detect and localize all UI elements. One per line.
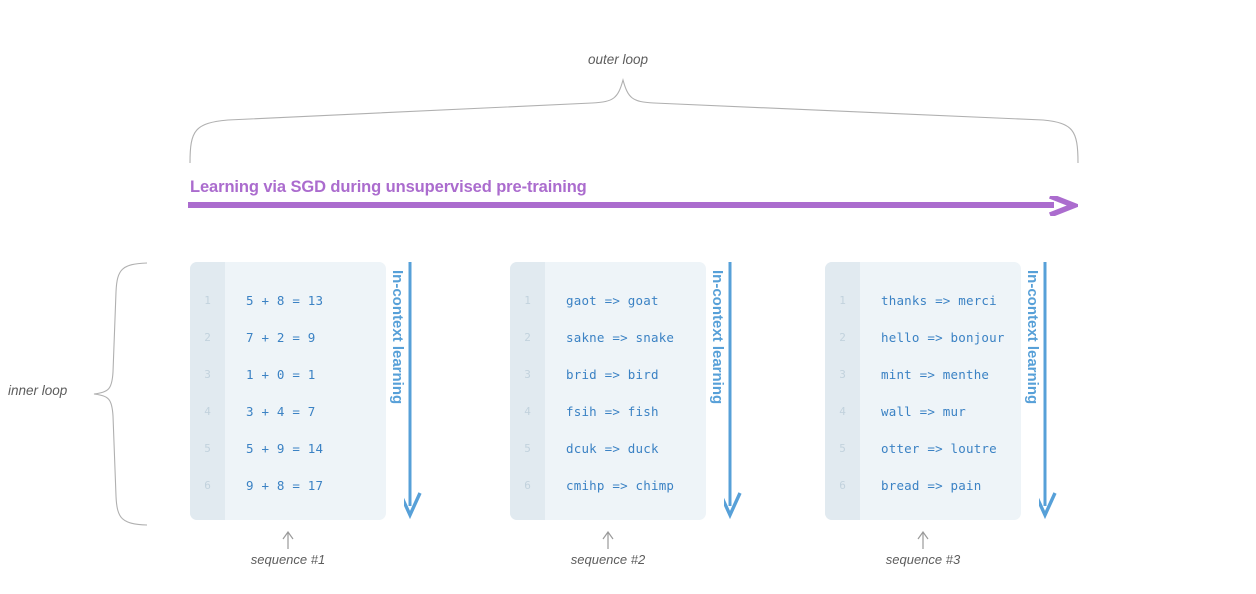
sgd-title: Learning via SGD during unsupervised pre… [190, 178, 587, 196]
line-number: 4 [524, 405, 531, 418]
code-box-3: 1 thanks => merci 2 hello => bonjour 3 m… [825, 262, 1021, 520]
icl-arrow-icon [724, 262, 742, 520]
line-number: 5 [204, 442, 211, 455]
code-text: wall => mur [881, 404, 966, 419]
icl-arrow-group-3: In-context learning [1024, 262, 1083, 524]
sequence-up-arrow-3 [917, 531, 929, 549]
code-line: 6 cmihp => chimp [510, 467, 706, 504]
code-line: 4 fsih => fish [510, 393, 706, 430]
code-box-1: 1 5 + 8 = 13 2 7 + 2 = 9 3 1 + 0 = 1 4 3… [190, 262, 386, 520]
code-text: hello => bonjour [881, 330, 1005, 345]
code-line: 1 gaot => goat [510, 282, 706, 319]
code-text: brid => bird [566, 367, 659, 382]
code-text: 7 + 2 = 9 [246, 330, 316, 345]
sequence-caption-2: sequence #2 [570, 552, 646, 567]
line-number: 5 [524, 442, 531, 455]
line-number: 5 [839, 442, 846, 455]
code-text: bread => pain [881, 478, 982, 493]
icl-label: In-context learning [709, 270, 726, 405]
line-number: 6 [839, 479, 846, 492]
code-text: cmihp => chimp [566, 478, 675, 493]
code-line: 4 wall => mur [825, 393, 1021, 430]
code-line: 6 9 + 8 = 17 [190, 467, 386, 504]
code-line: 3 1 + 0 = 1 [190, 356, 386, 393]
icl-arrow-group-1: In-context learning [389, 262, 448, 524]
sequence-up-arrow-2 [602, 531, 614, 549]
line-number-gutter [190, 262, 225, 520]
code-line: 2 hello => bonjour [825, 319, 1021, 356]
line-number: 4 [839, 405, 846, 418]
icl-arrow-group-2: In-context learning [709, 262, 768, 524]
code-line: 6 bread => pain [825, 467, 1021, 504]
line-number: 6 [204, 479, 211, 492]
outer-loop-label: outer loop [588, 52, 649, 67]
code-line: 3 brid => bird [510, 356, 706, 393]
outer-loop-brace [189, 77, 1079, 164]
icl-label: In-context learning [389, 270, 406, 405]
code-text: thanks => merci [881, 293, 997, 308]
code-text: 5 + 8 = 13 [246, 293, 324, 308]
code-line: 4 3 + 4 = 7 [190, 393, 386, 430]
line-number: 1 [204, 294, 211, 307]
line-number: 4 [204, 405, 211, 418]
line-number: 1 [839, 294, 846, 307]
line-number: 6 [524, 479, 531, 492]
code-text: gaot => goat [566, 293, 659, 308]
icl-label: In-context learning [1024, 270, 1041, 405]
line-number-gutter [825, 262, 860, 520]
icl-arrow-icon [1039, 262, 1057, 520]
code-text: otter => loutre [881, 441, 997, 456]
inner-loop-brace [93, 262, 148, 526]
code-line: 5 5 + 9 = 14 [190, 430, 386, 467]
code-text: 5 + 9 = 14 [246, 441, 324, 456]
line-number: 1 [524, 294, 531, 307]
code-line: 1 thanks => merci [825, 282, 1021, 319]
code-text: fsih => fish [566, 404, 659, 419]
line-number-gutter [510, 262, 545, 520]
line-number: 3 [204, 368, 211, 381]
sequence-up-arrow-1 [282, 531, 294, 549]
code-line: 2 7 + 2 = 9 [190, 319, 386, 356]
line-number: 2 [839, 331, 846, 344]
code-line: 5 otter => loutre [825, 430, 1021, 467]
sequence-caption-1: sequence #1 [250, 552, 326, 567]
code-text: sakne => snake [566, 330, 675, 345]
line-number: 3 [524, 368, 531, 381]
sgd-arrow [188, 196, 1078, 216]
code-text: mint => menthe [881, 367, 990, 382]
code-text: 9 + 8 = 17 [246, 478, 324, 493]
code-box-2: 1 gaot => goat 2 sakne => snake 3 brid =… [510, 262, 706, 520]
code-line: 1 5 + 8 = 13 [190, 282, 386, 319]
code-text: 3 + 4 = 7 [246, 404, 316, 419]
code-line: 5 dcuk => duck [510, 430, 706, 467]
line-number: 3 [839, 368, 846, 381]
sequence-caption-3: sequence #3 [885, 552, 961, 567]
code-text: dcuk => duck [566, 441, 659, 456]
line-number: 2 [524, 331, 531, 344]
icl-arrow-icon [404, 262, 422, 520]
code-line: 3 mint => menthe [825, 356, 1021, 393]
line-number: 2 [204, 331, 211, 344]
code-line: 2 sakne => snake [510, 319, 706, 356]
inner-loop-label: inner loop [8, 383, 68, 398]
code-text: 1 + 0 = 1 [246, 367, 316, 382]
